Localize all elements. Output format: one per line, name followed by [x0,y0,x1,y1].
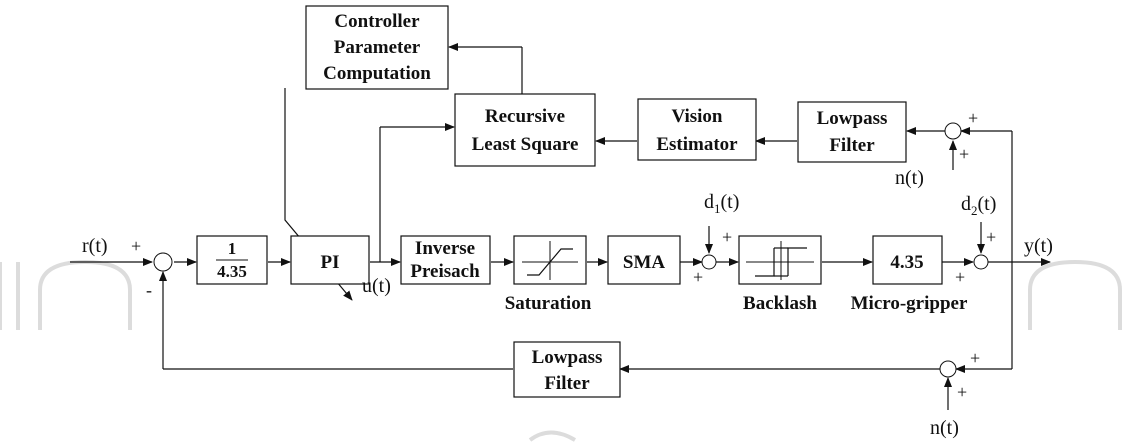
block-label: SMA [623,252,666,273]
gain-denominator: 4.35 [217,262,247,281]
block-label: Filter [544,373,590,394]
reference-signal-label: r(t) [82,235,108,257]
block-label: Controller [334,11,420,32]
sum-junction-noise-top [944,122,962,140]
plus-sign: + [970,348,980,368]
plus-sign: + [693,267,703,287]
micro-gripper-gain-block: 4.35 [872,235,943,285]
plus-sign: + [986,227,996,247]
lowpass-filter-top-block: Lowpass Filter [797,101,907,163]
plus-sign: + [959,144,969,164]
disturbance-d1-label: d1(t) [704,191,739,216]
backlash-caption: Backlash [743,293,817,314]
sum-junction-d1 [701,254,717,270]
sma-actuator-block: SMA [607,235,681,285]
watermark-logo [0,259,1122,442]
block-label: Computation [323,63,431,84]
disturbance-d2-label: d2(t) [961,193,996,218]
block-label: Recursive [485,106,565,127]
noise-signal-bottom-label: n(t) [930,417,959,439]
block-label: Vision [671,106,722,127]
block-label: Inverse [415,238,475,259]
vision-estimator-block: Vision Estimator [637,98,757,161]
micro-gripper-caption: Micro-gripper [851,293,968,314]
block-label: Estimator [656,134,738,155]
inverse-preisach-block: Inverse Preisach [400,235,491,285]
block-label: Least Square [472,134,579,155]
sum-junction-noise-bottom [939,360,957,378]
minus-sign: - [146,280,152,300]
lowpass-filter-bottom-block: Lowpass Filter [513,341,621,398]
plus-sign: + [955,267,965,287]
block-label: Parameter [334,37,421,58]
backlash-block [738,235,822,285]
block-label: Preisach [410,261,480,282]
saturation-block [513,235,587,285]
block-label: Filter [829,135,875,156]
block-label: 4.35 [890,252,923,273]
block-label: PI [321,252,340,273]
output-signal-label: y(t) [1024,235,1053,257]
plus-sign: + [722,227,732,247]
controller-parameter-computation-block: Controller Parameter Computation [305,5,449,90]
pi-controller-block: PI [290,235,370,285]
gain-numerator: 1 [228,239,237,258]
sum-junction-d2 [973,254,989,270]
plus-sign: + [131,236,141,256]
prefilter-gain-block: 1 4.35 [196,235,268,285]
plus-sign: + [957,382,967,402]
signal-wires [70,43,1051,410]
block-label: Lowpass [817,108,888,129]
saturation-caption: Saturation [505,293,592,314]
sum-junction-reference [153,252,173,272]
recursive-least-square-block: Recursive Least Square [454,93,596,167]
plus-sign: + [968,108,978,128]
control-signal-label: u(t) [362,275,391,297]
block-label: Lowpass [532,347,603,368]
noise-signal-top-label: n(t) [895,167,924,189]
